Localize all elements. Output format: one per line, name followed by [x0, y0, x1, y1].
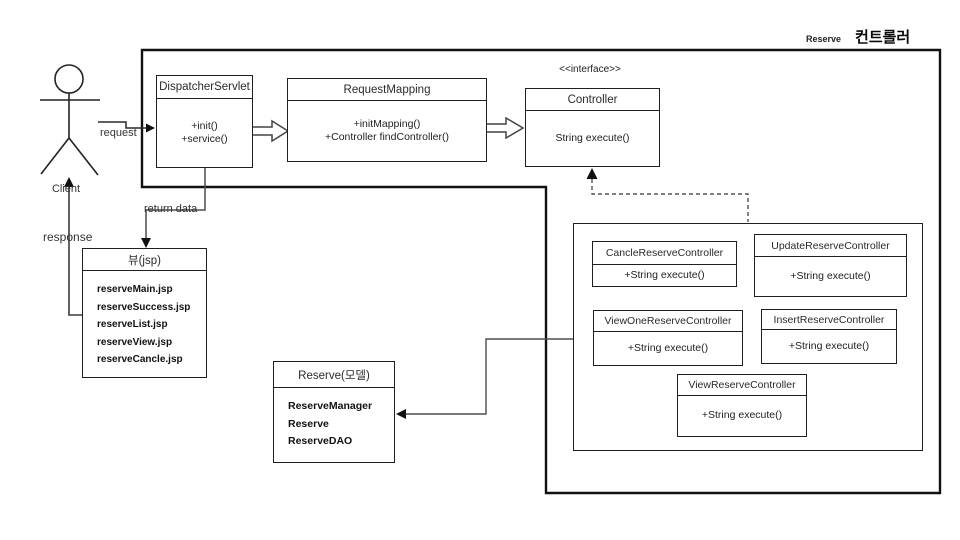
return-data-arrow — [141, 168, 206, 248]
class-title: ViewReserveController — [678, 375, 806, 396]
region-label-title: 컨트롤러 — [855, 29, 911, 46]
class-members: +String execute() — [678, 396, 806, 436]
class-members: +String execute() — [594, 332, 742, 365]
class-box-dispatcherservlet: DispatcherServlet +init() +service() — [156, 75, 253, 168]
class-members: String execute() — [526, 111, 659, 166]
class-box-requestmapping: RequestMapping +initMapping() +Controlle… — [287, 78, 487, 162]
member-line: +initMapping() — [353, 117, 421, 130]
class-members: +String execute() — [755, 257, 906, 296]
controller-region-outline — [140, 48, 942, 495]
member-line: +Controller findController() — [324, 131, 449, 143]
member-line: +service() — [181, 133, 228, 145]
member-line: reserveSuccess.jsp — [97, 301, 191, 313]
member-line: reserveMain.jsp — [97, 284, 173, 295]
class-title: CancleReserveController — [593, 242, 736, 265]
class-title: RequestMapping — [288, 79, 486, 101]
class-box-viewonereservecontroller: ViewOneReserveController +String execute… — [593, 310, 743, 366]
member-line: +String execute() — [624, 268, 705, 281]
class-box-viewreservecontroller: ViewReserveController +String execute() — [677, 374, 807, 437]
member-line: ReserveDAO — [288, 435, 353, 447]
class-box-controller: Controller String execute() — [525, 88, 660, 167]
return-data-label: return data — [144, 203, 198, 215]
region-label-prefix: Reserve — [806, 34, 842, 44]
response-label: response — [43, 230, 93, 244]
class-box-updatereservecontroller: UpdateReserveController +String execute(… — [754, 234, 907, 297]
model-link-arrow — [396, 338, 573, 419]
block-arrow-dispatcher-to-mapping — [249, 119, 290, 143]
class-box-reserve-model: Reserve(모델) ReserveManager Reserve Reser… — [273, 361, 395, 463]
class-title: UpdateReserveController — [755, 235, 906, 257]
member-line: +String execute() — [701, 409, 783, 422]
class-members: +init() +service() — [157, 99, 252, 167]
realization-dashed-arrow — [586, 168, 749, 222]
member-line: Reserve — [288, 417, 329, 430]
member-line: +String execute() — [788, 339, 870, 352]
class-box-insertreservecontroller: InsertReserveController +String execute(… — [761, 309, 897, 364]
actor-figure — [40, 64, 100, 176]
region-label: Reserve 컨트롤러 — [806, 26, 910, 47]
interface-stereotype: <<interface>> — [559, 64, 621, 75]
class-box-view-jsp: 뷰(jsp) reserveMain.jsp reserveSuccess.js… — [82, 248, 207, 378]
class-box-canclereservecontroller: CancleReserveController +String execute(… — [592, 241, 737, 287]
member-line: reserveView.jsp — [97, 336, 173, 348]
class-title: DispatcherServlet — [157, 76, 252, 99]
class-title: Reserve(모델) — [274, 362, 394, 388]
class-title: ViewOneReserveController — [594, 311, 742, 332]
actor-head — [54, 64, 84, 94]
member-line: reserveCancle.jsp — [97, 354, 183, 365]
member-line: +init() — [191, 119, 218, 132]
class-members: reserveMain.jsp reserveSuccess.jsp reser… — [83, 271, 206, 377]
member-line: ReserveManager — [288, 400, 373, 412]
class-members: +String execute() — [762, 330, 896, 363]
member-line: +String execute() — [790, 269, 871, 282]
class-title: Controller — [526, 89, 659, 111]
class-title: 뷰(jsp) — [83, 249, 206, 271]
class-members: +initMapping() +Controller findControlle… — [288, 101, 486, 161]
actor-label: Client — [51, 183, 81, 195]
class-members: ReserveManager Reserve ReserveDAO — [274, 388, 394, 462]
member-line: +String execute() — [627, 341, 709, 354]
class-title: InsertReserveController — [762, 310, 896, 330]
request-label: request — [100, 127, 137, 139]
response-arrow — [64, 177, 82, 316]
member-line: String execute() — [555, 131, 630, 144]
class-members: +String execute() — [593, 265, 736, 286]
member-line: reserveList.jsp — [97, 319, 168, 330]
request-arrow — [98, 121, 155, 133]
